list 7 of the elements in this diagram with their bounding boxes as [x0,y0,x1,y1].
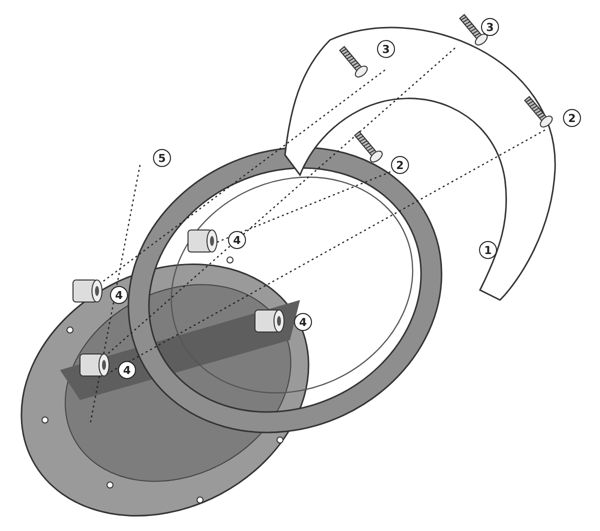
callout-number: 2 [391,156,409,174]
callout-number: 5 [153,149,171,167]
callout-number: 4 [228,231,246,249]
callout-number: 1 [479,241,497,259]
callout-number: 2 [563,109,581,127]
callout-number: 4 [294,313,312,331]
callout-number: 3 [481,18,499,36]
